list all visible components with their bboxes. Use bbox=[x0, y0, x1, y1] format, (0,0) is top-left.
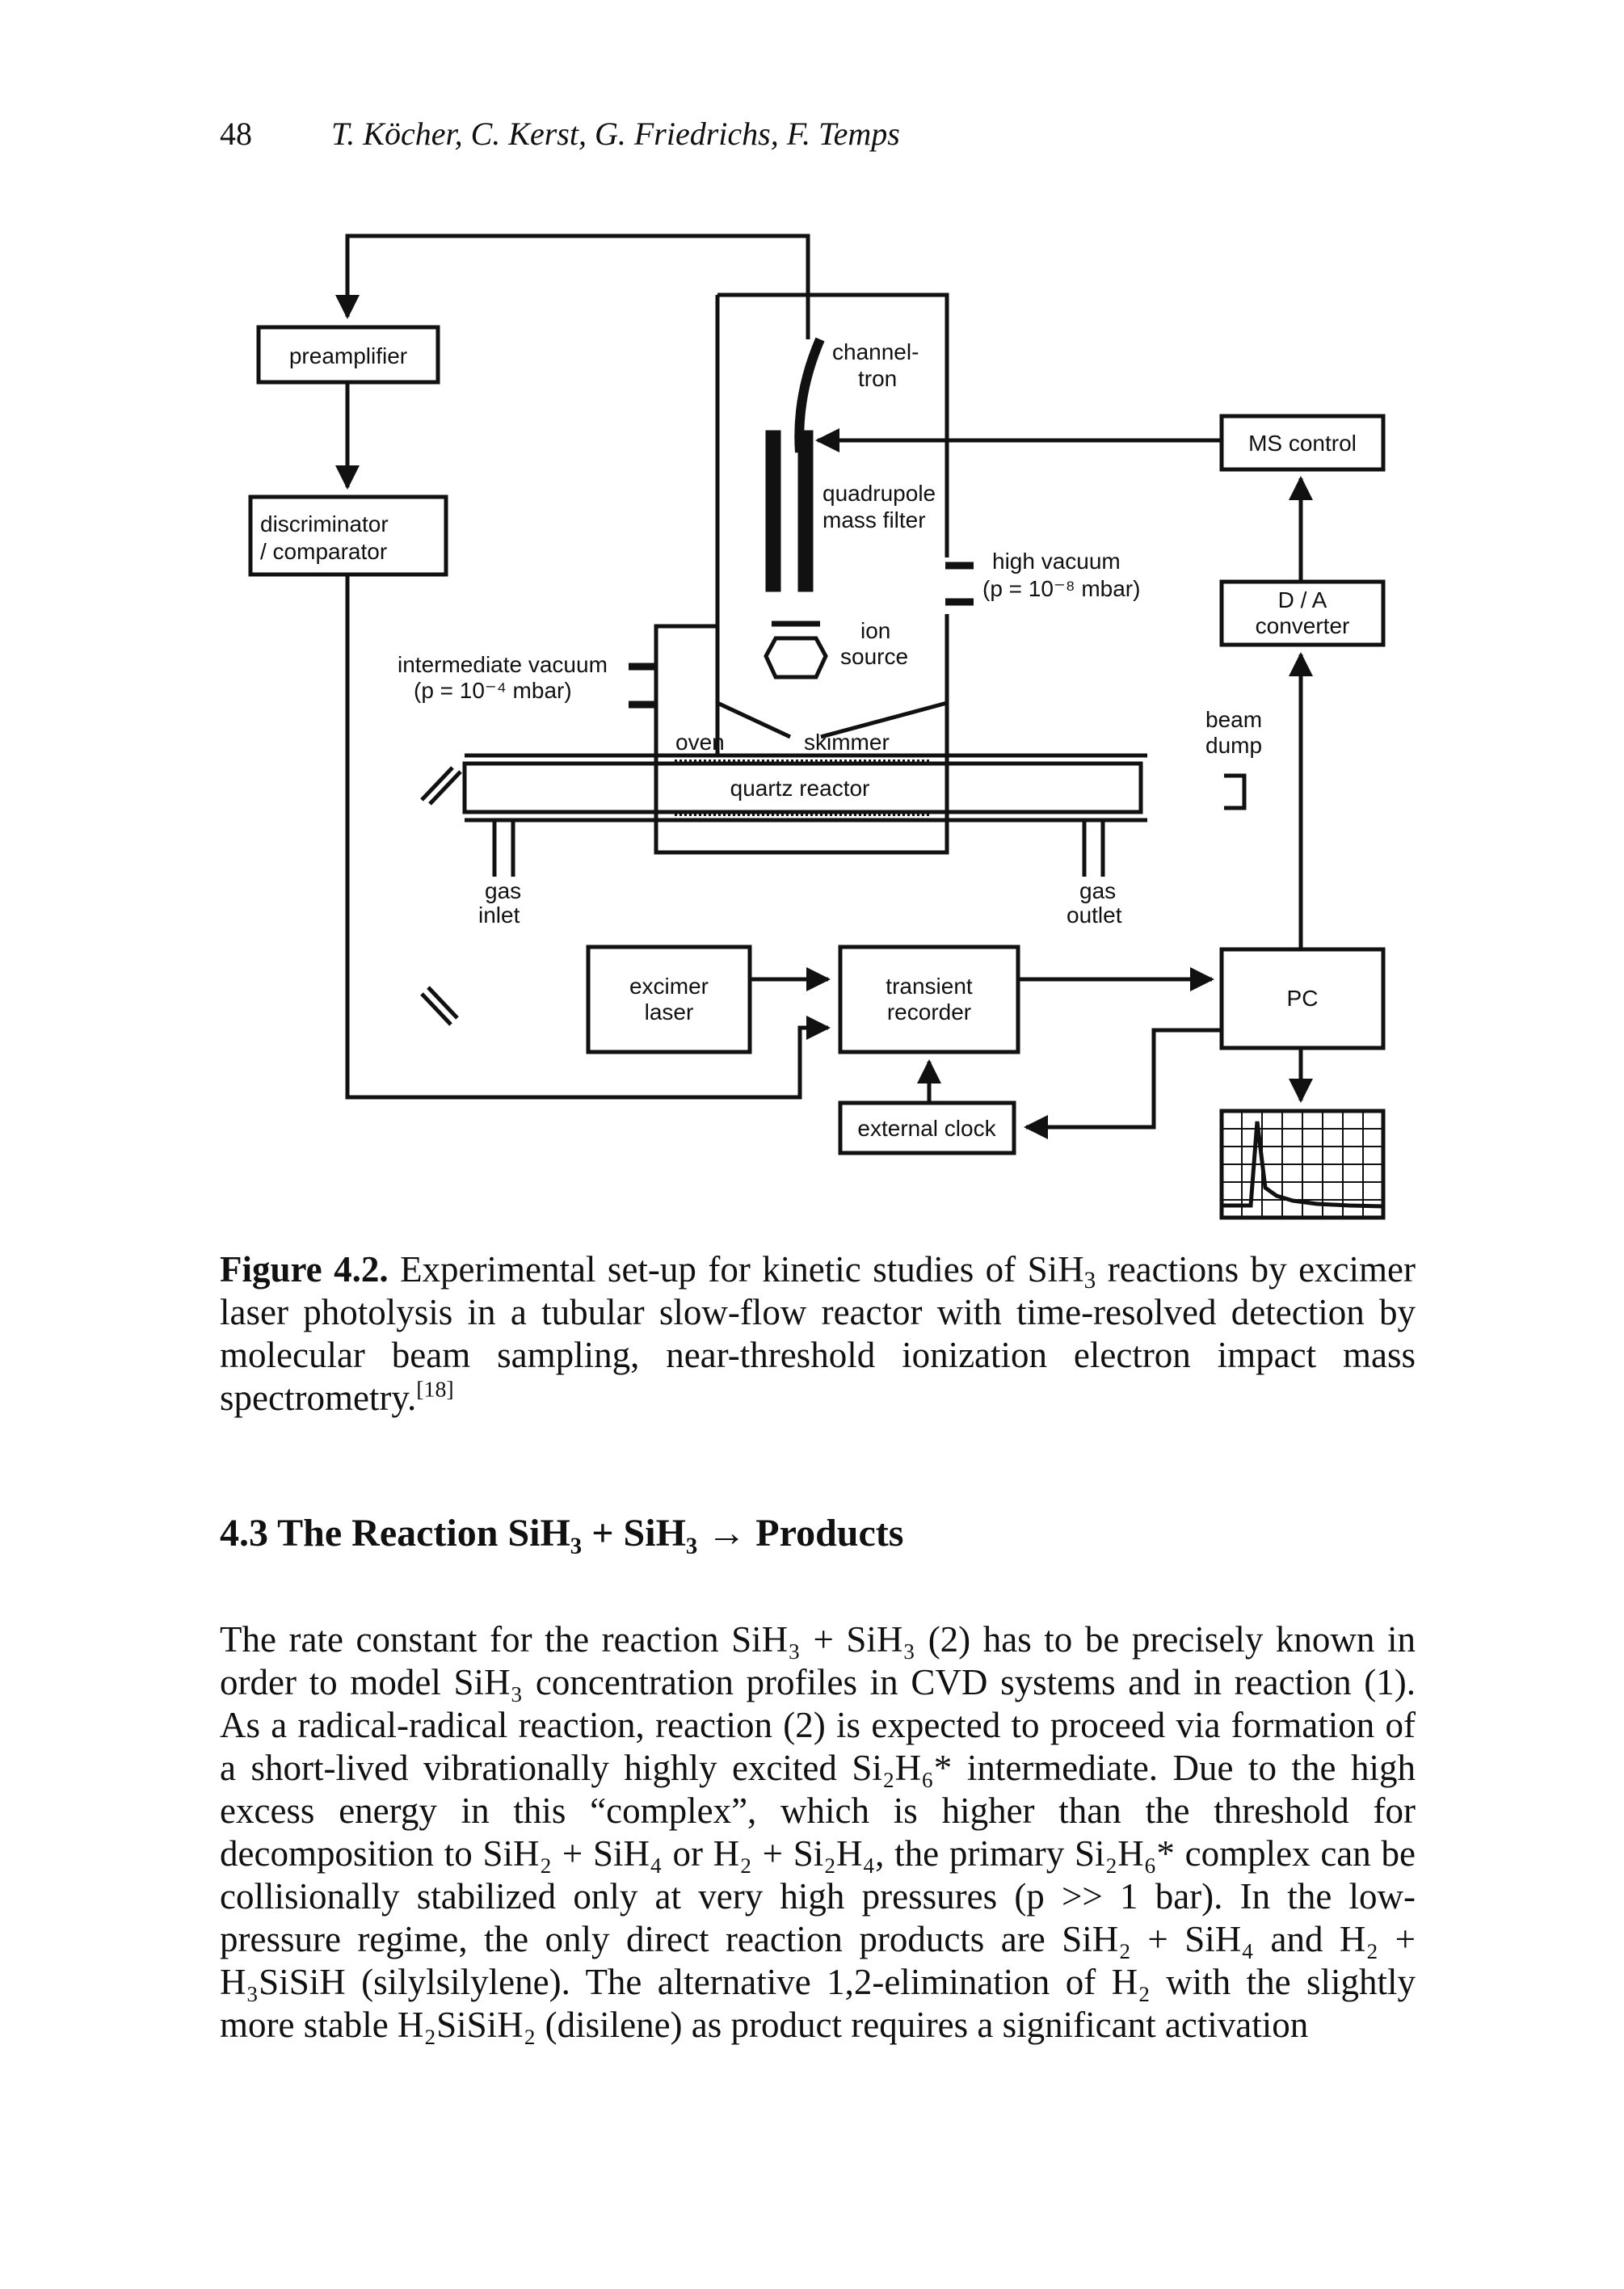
beam-dump bbox=[1224, 773, 1247, 810]
label-source: source bbox=[840, 644, 908, 669]
label-da-2: converter bbox=[1256, 613, 1350, 638]
section-heading: 4.3 The Reaction SiH₃ + SiH₃ → Products bbox=[220, 1512, 904, 1555]
experimental-setup-diagram: preamplifier discriminator / comparator … bbox=[248, 234, 1386, 1220]
label-quartz-reactor: quartz reactor bbox=[730, 776, 870, 801]
label-gas-inlet-1: gas bbox=[485, 878, 521, 903]
label-skimmer: skimmer bbox=[804, 730, 890, 755]
figure-caption: Figure 4.2. Experimental set-up for kine… bbox=[220, 1249, 1416, 1418]
caption-text-1: Experimental set-up for kinetic studies … bbox=[388, 1249, 1084, 1290]
page-header: 48 T. Köcher, C. Kerst, G. Friedrichs, F… bbox=[220, 115, 900, 153]
label-dump: dump bbox=[1205, 733, 1262, 758]
label-intermediate-pressure: (p = 10⁻⁴ mbar) bbox=[414, 678, 572, 703]
figure-label: Figure 4.2. bbox=[220, 1249, 389, 1290]
label-external-clock: external clock bbox=[857, 1116, 996, 1141]
label-gas-outlet-2: outlet bbox=[1067, 903, 1122, 928]
gas-outlet-pipe bbox=[1082, 820, 1105, 877]
intermediate-vacuum-chamber bbox=[654, 624, 720, 755]
label-comparator: / comparator bbox=[260, 539, 387, 564]
label-mass-filter: mass filter bbox=[823, 507, 926, 532]
page-number: 48 bbox=[220, 116, 252, 152]
label-high-vacuum-pressure: (p = 10⁻⁸ mbar) bbox=[982, 576, 1140, 601]
quadrupole-rod-right bbox=[797, 430, 814, 592]
label-excimer: excimer bbox=[629, 974, 709, 999]
label-channeltron: channel- bbox=[832, 339, 919, 364]
label-oven: oven bbox=[675, 730, 725, 755]
label-preamplifier: preamplifier bbox=[289, 343, 407, 368]
quartz-reactor bbox=[462, 761, 1143, 814]
caption-reference: [18] bbox=[416, 1377, 454, 1403]
high-vacuum-chamber bbox=[715, 292, 949, 755]
label-discriminator: discriminator bbox=[260, 511, 389, 536]
caption-text-2: reactions by excimer laser photolysis in… bbox=[220, 1249, 1416, 1418]
label-recorder: recorder bbox=[887, 999, 971, 1025]
ion-source bbox=[764, 636, 828, 680]
label-pc: PC bbox=[1287, 986, 1319, 1011]
window-bottom bbox=[420, 986, 459, 1026]
label-quadrupole: quadrupole bbox=[823, 481, 936, 506]
gas-inlet-pipe bbox=[492, 820, 515, 877]
window-left bbox=[420, 766, 462, 806]
label-laser: laser bbox=[645, 999, 694, 1025]
signal-line-top bbox=[335, 234, 810, 339]
excimer-laser-box bbox=[586, 945, 752, 1054]
label-transient: transient bbox=[886, 974, 973, 999]
ms-control-box bbox=[1219, 414, 1386, 472]
label-ion: ion bbox=[860, 618, 890, 643]
label-high-vacuum: high vacuum bbox=[992, 549, 1121, 574]
label-ms-control: MS control bbox=[1248, 431, 1357, 456]
oven bbox=[654, 755, 949, 855]
author-line: T. Köcher, C. Kerst, G. Friedrichs, F. T… bbox=[331, 116, 900, 152]
label-intermediate-vacuum: intermediate vacuum bbox=[398, 652, 608, 677]
label-channeltron-2: tron bbox=[858, 366, 897, 391]
label-gas-inlet-2: inlet bbox=[478, 903, 520, 928]
label-gas-outlet-1: gas bbox=[1079, 878, 1116, 903]
discriminator-to-recorder-line bbox=[345, 574, 831, 1100]
transient-recorder-box bbox=[838, 945, 1020, 1054]
body-paragraph: The rate constant for the reaction SiH₃ … bbox=[220, 1619, 1416, 2045]
label-beam: beam bbox=[1205, 707, 1262, 732]
label-da-1: D / A bbox=[1278, 587, 1327, 612]
quadrupole-rod-left bbox=[765, 430, 781, 592]
